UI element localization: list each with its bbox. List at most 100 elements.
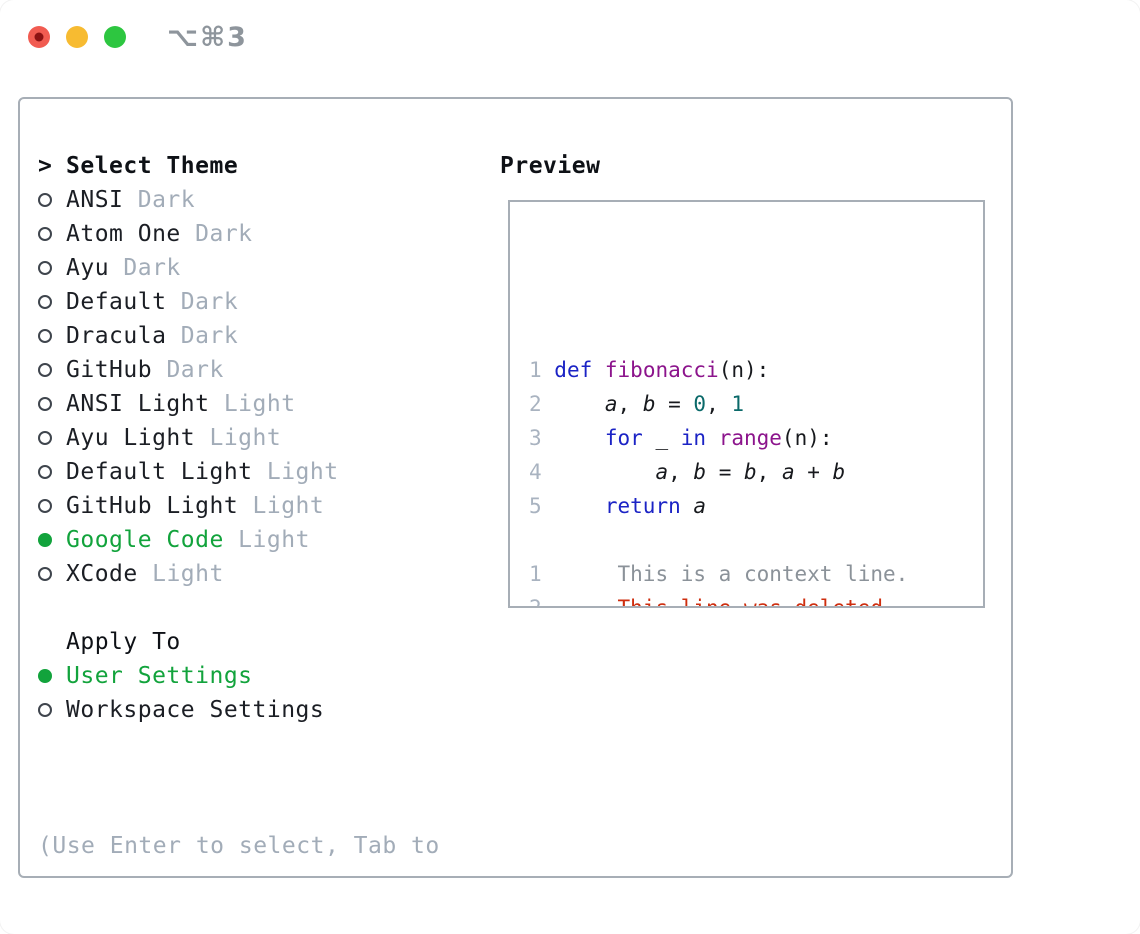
preview-title: Preview (500, 153, 601, 179)
theme-name: Default (66, 289, 167, 315)
radio-slot (38, 669, 66, 683)
radio-slot (38, 567, 66, 581)
radio-slot (38, 703, 66, 717)
theme-option-default-light[interactable]: Default Light Light (38, 455, 339, 489)
theme-option-ansi[interactable]: ANSI Dark (38, 183, 339, 217)
radio-icon (38, 397, 52, 411)
diff-line-context: 1 This is a context line. (529, 557, 983, 591)
theme-option-github-light[interactable]: GitHub Light Light (38, 489, 339, 523)
theme-option-ayu[interactable]: Ayu Dark (38, 251, 339, 285)
radio-icon (38, 567, 52, 581)
radio-slot (38, 499, 66, 513)
theme-name: GitHub (66, 357, 153, 383)
radio-slot (38, 431, 66, 445)
theme-name: GitHub Light (66, 493, 239, 519)
apply-option-workspace-settings[interactable]: Workspace Settings (38, 693, 324, 727)
line-number: 2 (529, 596, 555, 608)
theme-option-ayu-light[interactable]: Ayu Light Light (38, 421, 339, 455)
theme-option-dracula[interactable]: Dracula Dark (38, 319, 339, 353)
diff-text: This is a context line. (554, 562, 909, 586)
blank-line (529, 523, 983, 557)
radio-icon (38, 465, 52, 479)
theme-variant: Dark (180, 221, 253, 247)
theme-name: Dracula (66, 323, 167, 349)
theme-name: XCode (66, 561, 138, 587)
apply-option-label: Workspace Settings (66, 697, 325, 723)
help-line-1: (Use Enter to select, Tab to (38, 833, 440, 859)
theme-name: Default Light (66, 459, 253, 485)
selection-caret: > (38, 153, 53, 179)
radio-icon (38, 261, 52, 275)
theme-option-github[interactable]: GitHub Dark (38, 353, 339, 387)
radio-icon (38, 329, 52, 343)
theme-name: ANSI Light (66, 391, 210, 417)
radio-selected-icon (38, 669, 52, 683)
radio-slot (38, 465, 66, 479)
theme-variant: Light (238, 493, 325, 519)
help-text: (Use Enter to select, Tab to change focu… (38, 761, 440, 934)
radio-slot (38, 295, 66, 309)
theme-variant: Light (209, 391, 296, 417)
line-number: 1 (529, 562, 555, 586)
line-number: 2 (529, 392, 555, 416)
theme-list-title: Select Theme (66, 153, 239, 179)
radio-icon (38, 363, 52, 377)
theme-variant: Dark (166, 323, 239, 349)
theme-option-atom-one[interactable]: Atom One Dark (38, 217, 339, 251)
diff-text: - This line was deleted. (554, 596, 896, 608)
radio-slot (38, 397, 66, 411)
theme-name: Ayu Light (66, 425, 196, 451)
radio-selected-icon (38, 533, 52, 547)
theme-name: Atom One (66, 221, 181, 247)
theme-variant: Light (252, 459, 339, 485)
apply-to-header: Apply To (38, 625, 324, 659)
radio-icon (38, 227, 52, 241)
window-title: ⌥⌘3 (167, 22, 248, 53)
minimize-button[interactable] (66, 26, 88, 48)
radio-icon (38, 193, 52, 207)
code-line: 4 a, b = b, a + b (529, 460, 846, 484)
radio-icon (38, 295, 52, 309)
radio-icon (38, 499, 52, 513)
theme-list-header: > Select Theme (38, 149, 339, 183)
theme-variant: Light (195, 425, 282, 451)
theme-name: ANSI (66, 187, 124, 213)
radio-slot (38, 193, 66, 207)
radio-slot (38, 533, 66, 547)
line-number: 1 (529, 358, 555, 382)
radio-slot (38, 261, 66, 275)
radio-slot (38, 329, 66, 343)
close-button[interactable] (28, 26, 50, 48)
theme-option-default[interactable]: Default Dark (38, 285, 339, 319)
radio-icon (38, 431, 52, 445)
code-line: 3 for _ in range(n): (529, 426, 833, 450)
code-line: 5 return a (529, 494, 707, 518)
radio-slot (38, 227, 66, 241)
theme-variant: Light (137, 561, 224, 587)
theme-variant: Light (223, 527, 310, 553)
line-number: 3 (529, 426, 555, 450)
theme-option-ansi-light[interactable]: ANSI Light Light (38, 387, 339, 421)
line-number: 4 (529, 460, 555, 484)
theme-variant: Dark (109, 255, 181, 281)
theme-option-xcode[interactable]: XCode Light (38, 557, 339, 591)
theme-name: Ayu (66, 255, 110, 281)
radio-slot (38, 363, 66, 377)
theme-name: Google Code (66, 527, 224, 553)
diff-line-deleted: 2 - This line was deleted. (529, 591, 983, 608)
theme-variant: Dark (123, 187, 196, 213)
code-line: 1 def fibonacci(n): (529, 358, 770, 382)
apply-option-label: User Settings (66, 663, 253, 689)
theme-variant: Dark (152, 357, 224, 383)
apply-option-user-settings[interactable]: User Settings (38, 659, 324, 693)
radio-icon (38, 703, 52, 717)
apply-to-title: Apply To (66, 629, 181, 655)
window-controls (28, 26, 126, 48)
theme-option-google-code[interactable]: Google Code Light (38, 523, 339, 557)
zoom-button[interactable] (104, 26, 126, 48)
theme-variant: Dark (166, 289, 239, 315)
